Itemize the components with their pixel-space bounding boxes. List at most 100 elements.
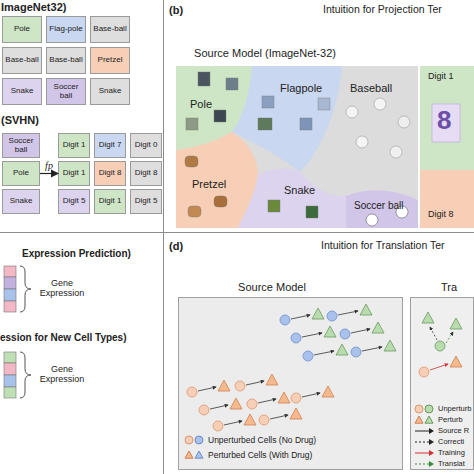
legend-arrowhead [429,461,434,467]
legend-arrowhead [429,439,434,445]
region-label: Digit 8 [428,210,454,220]
thumbnail-image-part [188,206,201,217]
panel-divider-part [163,0,164,474]
class-box: Digit 8 [130,161,162,186]
gene-expression-bar-part [4,375,16,387]
box-label: Base-ball [93,25,126,33]
box-label: Digit 8 [99,169,122,177]
legend-triangle-sample [195,451,203,458]
embedding-map-part [420,66,474,170]
unperturbed-cell-part [235,381,245,391]
perturbed-cell-part [360,304,372,315]
shift-arrow-part [362,347,382,351]
figure-panel: Expression Prediction)ession for New Cel… [0,232,163,474]
legend-sample [184,450,205,460]
box-label: Digit 1 [63,141,86,149]
legend-circle-sample [415,405,423,413]
shift-arrow-part [302,393,320,397]
legend-line-sample [415,453,429,454]
translation-plot-part [422,312,434,323]
thumbnail-image-part [226,78,238,90]
shift-arrow-part [302,333,322,337]
box-label: Pole [13,169,29,177]
panel-heading: (SVHN) [1,114,39,126]
legend-sample [414,404,435,414]
box-label: Snake [10,197,33,205]
thumbnail-image-part [318,98,330,110]
legend-sample [184,435,205,445]
legend-circle-sample [195,436,203,444]
class-box: Digit 8 [94,161,126,186]
box-label: Pole [14,25,30,33]
translation-plot-part [435,341,445,351]
shift-arrow-part [270,415,288,419]
region-label: Digit 1 [428,72,454,82]
class-box: Snake [90,78,130,105]
gene-expression-bar-part [4,277,16,289]
unperturbed-cell-part [327,311,337,321]
thumbnail-image-part [214,110,226,122]
bracket-label: Gene Expression [34,279,90,299]
thumbnail-image-part [346,106,358,118]
class-box: Base-ball [2,47,42,74]
legend-triangle-sample [185,451,193,458]
perturbed-cell-part [384,340,396,351]
shift-arrow-part [198,387,216,391]
region-label: Snake [284,184,315,196]
unperturbed-cell-part [291,393,301,403]
thumbnail-image-part [198,72,210,86]
unperturbed-cell-part [291,333,301,343]
legend-text: Unperturbed Cells (No Drug) [208,436,316,445]
unperturbed-cell [187,311,361,431]
class-box: Base-ball [90,16,130,43]
thumbnail-image-part [300,118,312,130]
panel-heading: ImageNet32) [1,1,66,13]
region-label: Source Model (ImageNet-32) [185,47,345,59]
legend-text: Perturbed Cells (With Drug) [208,451,312,460]
legend-arrowhead [429,450,434,456]
legend-text: Correcti [438,438,464,446]
gene-expression-bar-part [4,387,16,398]
shift-arrow-part [314,351,334,355]
region-label: 8 [437,106,451,135]
legend-item: Perturb [414,415,463,425]
embedding-map [176,66,474,228]
legend-item: Perturbed Cells (With Drug) [184,450,312,460]
perturbed-cell-part [322,386,334,397]
class-box: Snake [2,78,42,105]
perturbed-cell-part [372,322,384,333]
class-box: Soccer ball [46,78,86,105]
legend-item: Unperturb [414,404,471,414]
legend-circle-sample [185,436,193,444]
thumbnail-image-part [390,146,402,158]
perturbed-cell-part [244,414,256,425]
box-label: Base-ball [49,56,82,64]
unperturbed-cell-part [199,405,209,415]
panel-heading: (d) [169,240,183,252]
box-label: Pretzel [98,56,123,64]
legend-sample [414,415,435,425]
class-box: Digit 0 [130,133,162,158]
box-label: Digit 8 [135,169,158,177]
class-box: Flag-pole [46,16,86,43]
class-box: Digit 5 [130,189,162,214]
shift-arrow-part [246,381,264,385]
perturbed-cell-part [336,344,348,355]
bracket-label: Gene Expression [34,365,90,385]
legend-circle-sample [425,405,433,413]
shift-arrow-part [210,405,228,409]
translation-plot-part [430,364,448,370]
thumbnail-image-part [186,118,198,130]
perturbed-cell-part [218,380,230,391]
gene-expression-bar-part [4,301,16,312]
legend-text: Unperturb [438,405,471,413]
legend-item: Source R [414,426,469,436]
embedding-map-part [420,170,474,228]
region-label: Soccer ball [354,200,403,211]
perturbed-cell-part [230,398,242,409]
thumbnail-image-part [258,118,272,130]
legend-text: Perturb [438,416,463,424]
unperturbed-cell-part [187,387,197,397]
legend-item: Unperturbed Cells (No Drug) [184,435,316,445]
embedding-map-part [176,66,252,150]
